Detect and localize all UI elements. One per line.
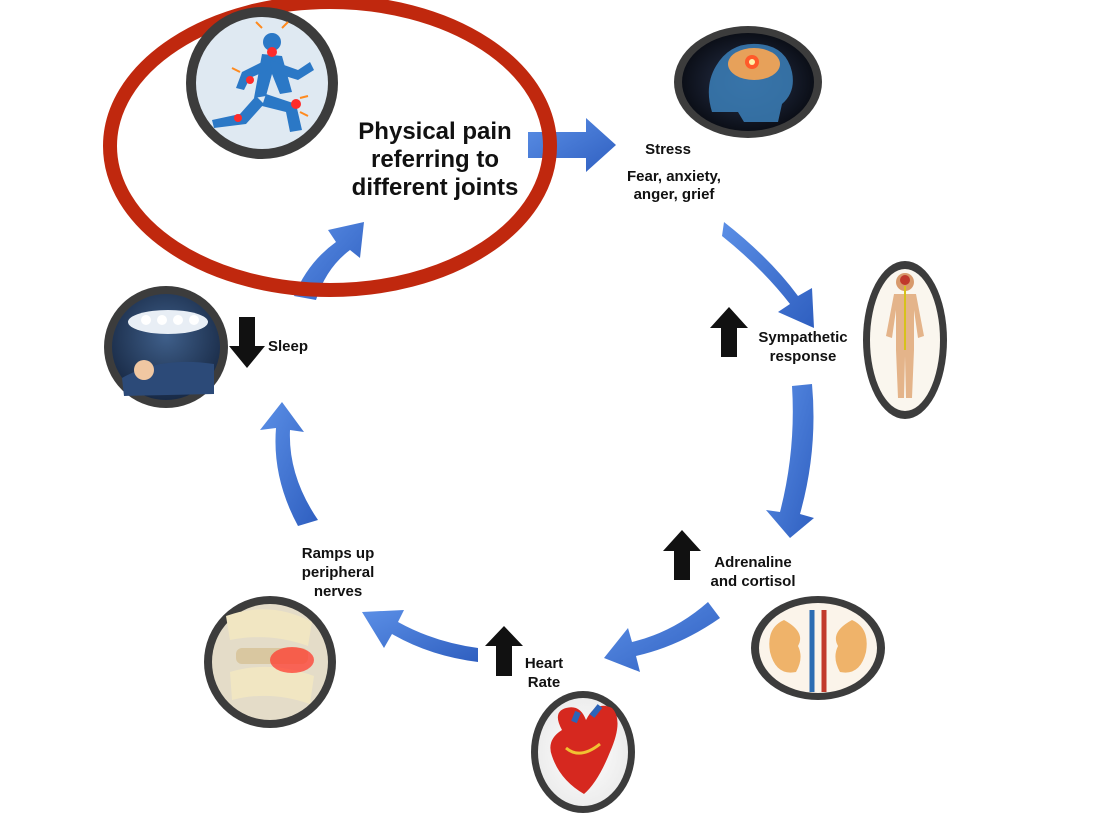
- arrow-stress-to-sympathetic: [722, 222, 814, 328]
- sleep-down-indicator: [229, 317, 265, 368]
- sympathetic-label-line-2: response: [769, 348, 837, 365]
- heart-rate-label-line-2: Rate: [527, 674, 561, 691]
- arrow-sleep-to-pain: [294, 222, 364, 300]
- stress-label: Stress: [645, 141, 691, 158]
- arrow-heart-to-nerves: [362, 610, 478, 662]
- adrenaline-up-indicator: [663, 530, 701, 580]
- arrow-adrenaline-to-heart: [604, 602, 720, 672]
- arrow-nerves-to-sleep: [260, 402, 318, 526]
- emotions-label-line-2: anger, grief: [633, 186, 715, 203]
- arrow-pain-to-stress: [528, 118, 616, 172]
- nerves-label-line-3: nerves: [313, 583, 363, 600]
- heart-icon: [531, 691, 635, 813]
- adrenaline-label: Adrenaline and cortisol: [700, 553, 806, 591]
- running-person-joint-pain-icon: [186, 7, 338, 159]
- heart-rate-label: Heart Rate: [516, 654, 572, 692]
- brain-head-icon: [674, 26, 822, 138]
- arrow-sympathetic-to-adrenaline: [766, 384, 814, 538]
- pain-label-line-2: referring to: [370, 146, 499, 173]
- pain-highlight-ring: [103, 0, 557, 297]
- nerves-label-line-1: Ramps up: [301, 545, 375, 562]
- adrenaline-label-line-1: Adrenaline: [714, 554, 792, 571]
- pain-label-line-3: different joints: [351, 174, 519, 201]
- spine-vertebrae-icon: [204, 596, 336, 728]
- emotions-label-line-1: Fear, anxiety,: [627, 168, 721, 185]
- pain-label-line-1: Physical pain: [358, 118, 512, 145]
- sleeping-person-counting-sheep-icon: [104, 286, 228, 408]
- heart-rate-up-indicator: [485, 626, 523, 676]
- cycle-arrows: [260, 118, 814, 672]
- adrenaline-label-line-2: and cortisol: [710, 573, 796, 590]
- nerves-label: Ramps up peripheral nerves: [282, 544, 394, 601]
- nerves-label-line-2: peripheral: [301, 564, 375, 581]
- pain-label: Physical pain referring to different joi…: [332, 118, 538, 202]
- sleep-label: Sleep: [268, 338, 309, 355]
- heart-rate-label-line-1: Heart: [524, 655, 564, 672]
- kidneys-adrenal-glands-icon: [751, 596, 885, 700]
- sympathetic-up-indicator: [710, 307, 748, 357]
- human-body-nervous-system-icon: [863, 261, 947, 419]
- emotions-label: Fear, anxiety, anger, grief: [610, 168, 738, 204]
- sympathetic-label-line-1: Sympathetic: [758, 329, 848, 346]
- sympathetic-label: Sympathetic response: [748, 328, 858, 366]
